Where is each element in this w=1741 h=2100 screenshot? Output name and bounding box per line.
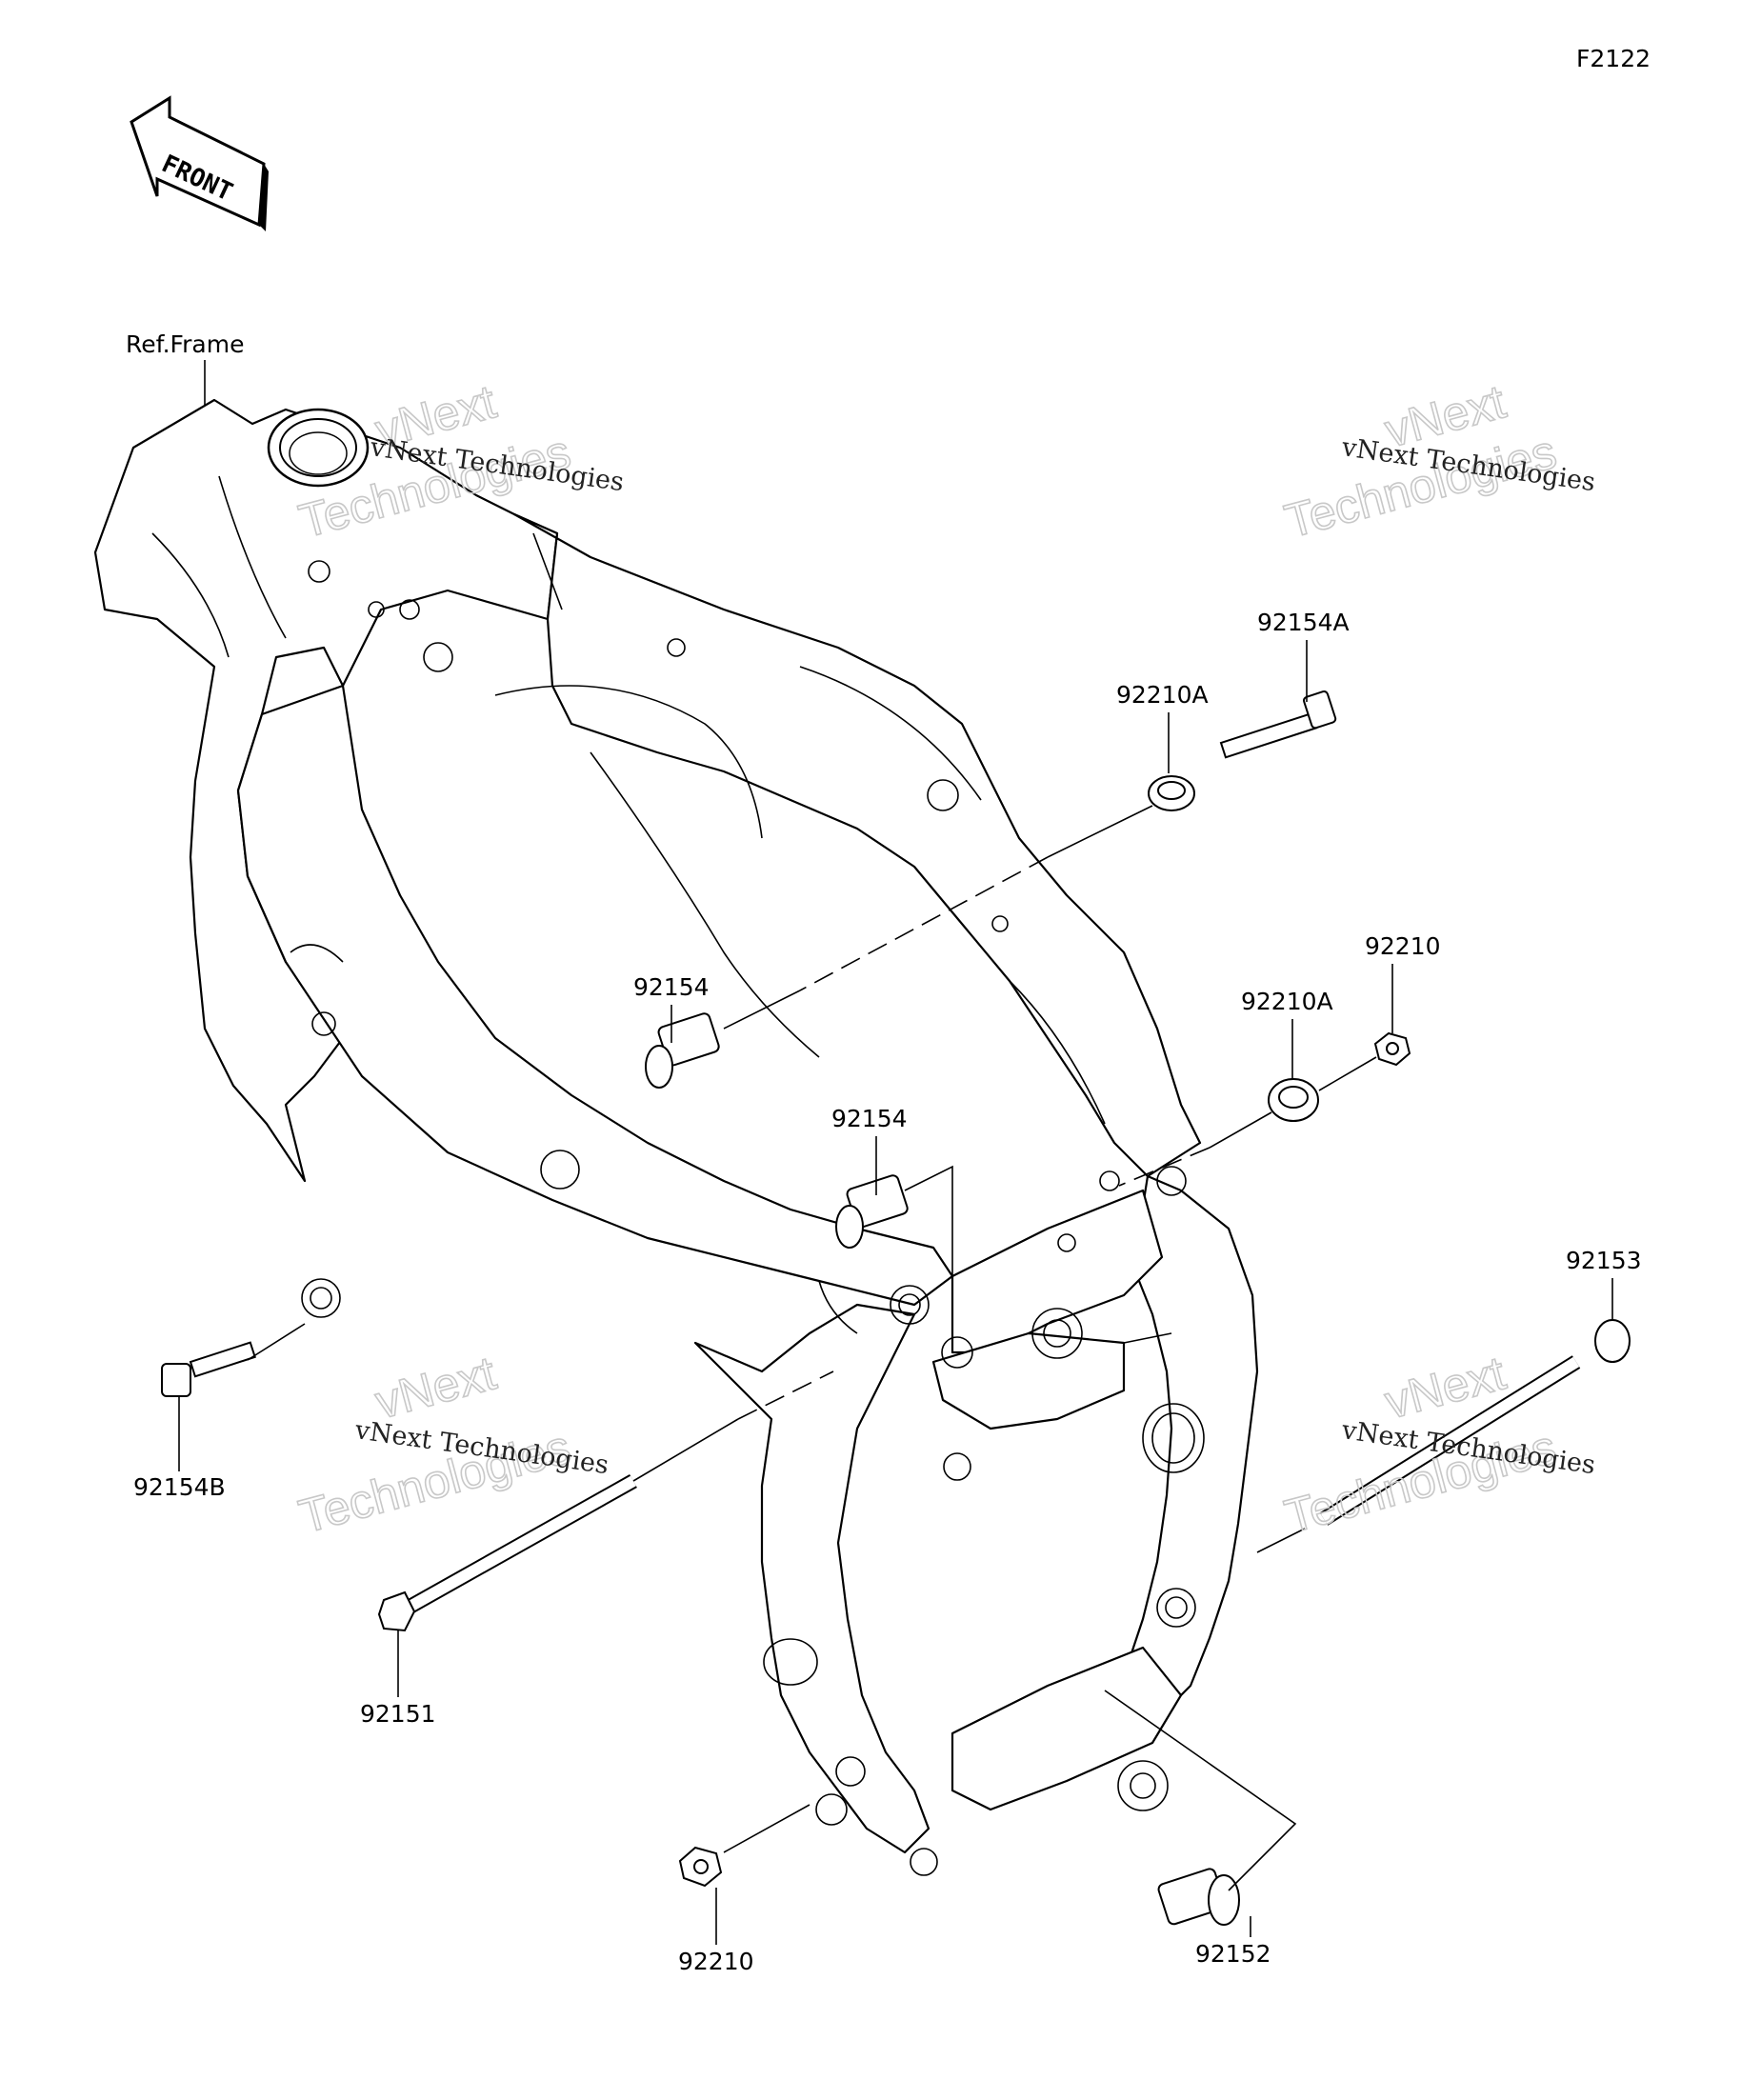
bolt-92153	[1319, 1319, 1631, 1526]
callout-92151: 92151	[360, 1700, 436, 1728]
adjuster-92154-mid	[835, 1174, 909, 1249]
assembly-path-lines	[247, 805, 1377, 1891]
callout-92154-left: 92154	[633, 973, 710, 1001]
callouts: 92154A 92210A 92210 92210A 92154 92154 9…	[133, 609, 1642, 1975]
collar-92210A-top	[1148, 775, 1195, 811]
callout-92153: 92153	[1566, 1247, 1642, 1274]
collar-92210A-mid	[1268, 1078, 1319, 1122]
callout-92152: 92152	[1195, 1940, 1271, 1968]
callout-92210A-top: 92210A	[1116, 681, 1209, 709]
adjuster-92154-left	[645, 1012, 720, 1089]
callout-92154A: 92154A	[1257, 609, 1350, 636]
adjuster-92152	[1157, 1868, 1240, 1926]
callout-92210-right: 92210	[1365, 932, 1441, 960]
nut-92210-bottom	[678, 1846, 723, 1888]
bolt-92154A	[1219, 690, 1337, 759]
callout-92154B: 92154B	[133, 1473, 226, 1501]
ref-frame-label: Ref.Frame	[126, 330, 244, 358]
bolt-92151	[377, 1474, 637, 1632]
watermark-top-right: vNext Technologies vNext Technologies	[1279, 374, 1597, 550]
callout-92154-mid: 92154	[831, 1105, 908, 1132]
callout-92210A-mid: 92210A	[1241, 988, 1333, 1015]
callout-92210-bottom: 92210	[678, 1948, 754, 1975]
front-arrow-icon: FRONT	[130, 95, 269, 231]
svg-text:vNext: vNext	[370, 1346, 501, 1429]
figure-code: F2122	[1576, 45, 1651, 72]
bolt-92154B	[161, 1341, 256, 1397]
motorcycle-frame	[93, 398, 1259, 1876]
nut-92210-right	[1373, 1031, 1411, 1067]
